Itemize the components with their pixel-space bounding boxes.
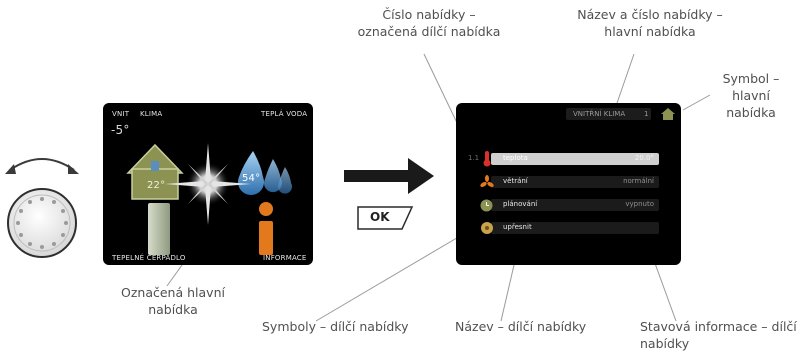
label-informace: INFORMACE [263,254,307,262]
callout-line: nabídky [640,336,690,351]
rotary-knob-icon [5,158,79,258]
fan-icon [480,175,494,187]
label-vnit: VNIT [112,110,130,118]
callout-line: hlavní [732,88,770,103]
main-menu-graphics [126,143,292,255]
callout-line: Stavová informace – dílčí [640,319,797,334]
info-icon [259,202,273,255]
sub-menu-title: VNITŘNÍ KLIMA [573,110,626,118]
callout-line: hlavní nabídka [604,24,696,39]
selected-index: 1.1 [468,154,480,162]
callout-line: Název a číslo nabídky – [577,7,723,22]
settings-icon [481,222,493,234]
sub-menu-screen: VNITŘNÍ KLIMA 1 1.1 teplota 20.0° větrán… [456,103,681,265]
ok-button-label: OK [370,210,390,224]
house-temp: 22° [147,180,166,191]
sub-menu-number: 1 [644,110,649,118]
clock-icon [480,199,493,212]
label-tepla-voda: TEPLÁ VODA [261,110,308,118]
sub-item-teplota[interactable]: teplota 20.0° [491,153,659,165]
callout-status: Stavová informace – dílčí nabídky [640,318,800,352]
label-tepelne-cerpadlo: TEPELNÉ ČERPADLO [112,254,186,262]
sub-item-label: teplota [503,154,528,162]
sub-item-upresnit[interactable]: upřesnit [491,222,659,234]
sub-item-value: 20.0° [634,154,654,162]
callout-selected-main: Označená hlavní nabídka [118,284,228,318]
water-temp: 54° [242,173,261,184]
sub-item-label: větrání [503,177,528,185]
callout-line: Číslo nabídky – [382,7,476,22]
thermometer-icon [483,151,491,167]
callout-line: Symbol – [722,71,780,86]
callout-line: nabídka [148,302,198,317]
sub-item-value: vypnuto [625,200,654,208]
callout-sub-number: Číslo nabídky – označená dílčí nabídka [354,6,504,40]
callout-line: Označená hlavní [121,285,225,300]
heat-pump-icon [148,203,170,255]
title-bar [566,108,651,120]
ok-button[interactable]: OK [356,205,414,231]
house-icon [126,143,184,200]
selection-star-icon [165,143,251,225]
main-menu-symbol-icon [661,108,675,120]
callout-line: nabídka [726,105,776,120]
sub-item-planovani[interactable]: plánování vypnuto [491,199,659,211]
callout-sub-name: Název – dílčí nabídky [455,319,587,334]
main-menu-screen: VNIT KLIMA TEPLÁ VODA -5° 22° 54° TEPELN… [103,103,313,265]
sub-item-label: upřesnit [503,223,532,231]
ok-button-frame [357,206,414,230]
callout-sub-symbols: Symboly – dílčí nabídky [262,319,409,334]
sub-item-value: normální [623,177,654,185]
label-klima: KLIMA [140,110,163,118]
outdoor-temp: -5° [111,123,130,137]
right-arrow-icon [344,158,434,194]
callout-main-name: Název a číslo nabídky – hlavní nabídka [570,6,730,40]
sub-item-label: plánování [503,200,538,208]
callout-line: označená dílčí nabídka [357,24,501,39]
sub-item-vetrani[interactable]: větrání normální [491,176,659,188]
callout-main-symbol: Symbol – hlavní nabídka [716,70,786,121]
